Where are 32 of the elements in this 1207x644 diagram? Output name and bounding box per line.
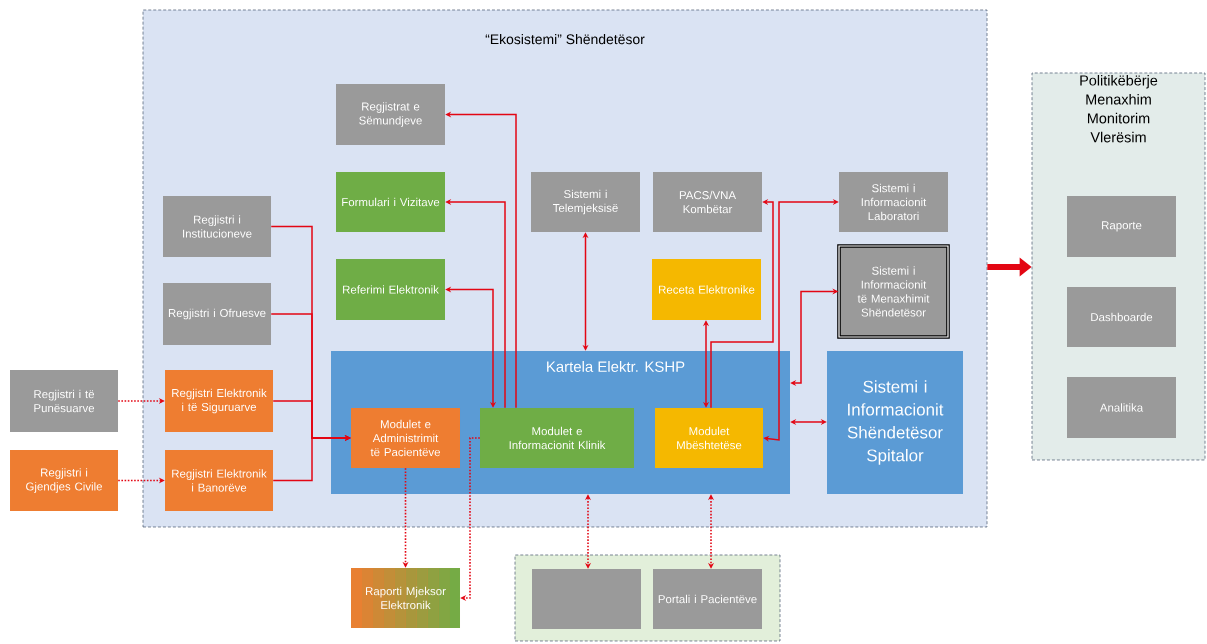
hospital-system-box: Sistemi i Informacionit Shëndetësor Spitalor — [827, 351, 963, 494]
module-box: Modulet Mbështetëse — [655, 408, 763, 468]
arrow — [702, 320, 710, 408]
registry-box: Regjistri i Gjendjes Civile — [10, 450, 118, 511]
arrow — [790, 418, 827, 426]
module-box: Referimi Elektronik — [336, 259, 445, 320]
system-box: Analitika — [1067, 377, 1176, 438]
registry-box: Regjistri Elektronik i Banorëve — [165, 450, 273, 511]
registry-box: Regjistri Elektronik i të Siguruarve — [165, 370, 273, 432]
module-box: Receta Elektronike — [652, 259, 761, 320]
system-box: Sistemi i Informacionit të Menaxhimit Shëndetësor — [837, 244, 950, 339]
system-box: Raporte — [1067, 196, 1176, 257]
system-box: Portali i Pacientëve — [653, 569, 762, 629]
system-box — [532, 569, 641, 629]
dotted-arrow — [460, 437, 481, 602]
dotted-arrow — [584, 494, 592, 569]
arrow — [272, 434, 351, 482]
registry-box: Modulet e Administrimit të Pacientëve — [351, 408, 460, 468]
system-box: Regjistri i Institucioneve — [163, 196, 271, 257]
arrow — [763, 198, 839, 442]
system-box: Sistemi i Informacionit Laboratori — [839, 172, 948, 232]
system-box: Regjistri i Ofruesve — [163, 283, 271, 345]
system-box: Regjistrat e Sëmundjeve — [336, 84, 445, 145]
report-box: Raporti Mjeksor Elektronik — [351, 568, 460, 628]
system-box: PACS/VNA Kombëtar — [653, 172, 762, 232]
arrow — [582, 232, 589, 351]
module-box: Formulari i Vizitave — [336, 172, 445, 232]
system-box: Sistemi i Telemjeksisë — [531, 172, 640, 232]
module-box: Modulet e Informacionit Klinik — [480, 408, 634, 468]
system-box: Regjistri i të Punësuarve — [10, 370, 118, 432]
system-box: Dashboarde — [1067, 287, 1176, 347]
dotted-arrow — [707, 494, 715, 569]
